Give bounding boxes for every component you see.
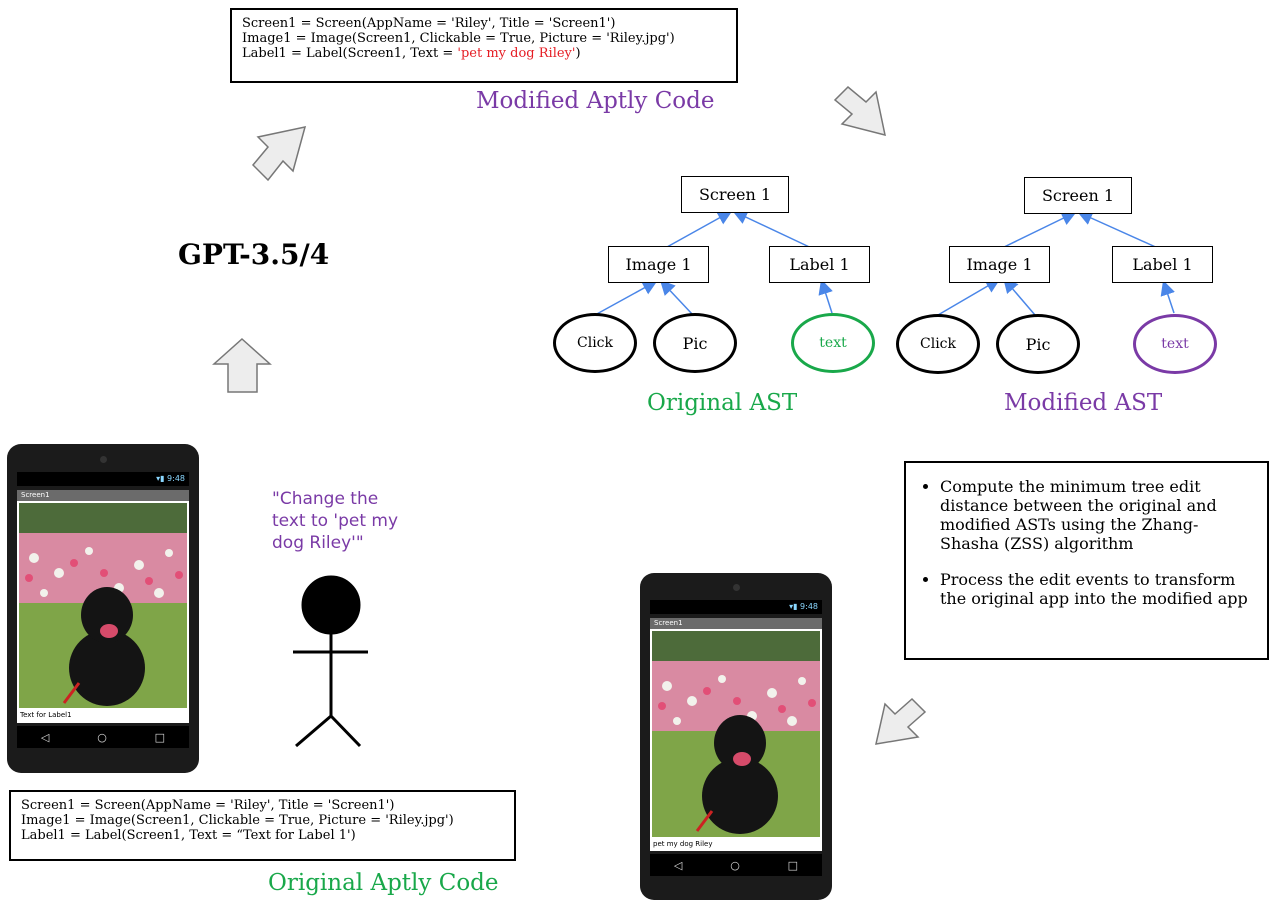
original-ast-label-node: Label 1: [769, 246, 870, 283]
status-time: 9:48: [167, 474, 185, 483]
original-ast-click-leaf: Click: [553, 313, 637, 373]
dog-photo-illustration: [652, 631, 820, 837]
zss-info-box: Compute the minimum tree edit distance b…: [904, 461, 1269, 660]
phone-camera-dot: [733, 584, 740, 591]
modified-ast-click-leaf: Click: [896, 314, 980, 374]
info-bullet-1: Compute the minimum tree edit distance b…: [940, 477, 1255, 553]
model-label: GPT-3.5/4: [178, 238, 330, 271]
modified-ast-edges: [937, 211, 1175, 316]
arrow-diagonal-to-modified-code: [251, 126, 307, 182]
status-bar: ▾▮ 9:48: [17, 472, 189, 486]
original-ast-image-node: Image 1: [608, 246, 709, 283]
original-code-line-3: Label1 = Label(Screen1, Text = “Text for…: [21, 828, 356, 843]
original-ast-root-node: Screen 1: [681, 176, 789, 213]
signal-icon: ▾▮: [789, 602, 801, 611]
back-icon[interactable]: ◁: [673, 858, 683, 872]
original-ast-caption: Original AST: [647, 390, 798, 416]
modified-ast-pic-leaf: Pic: [996, 314, 1080, 374]
original-code-line-1: Screen1 = Screen(AppName = 'Riley', Titl…: [21, 798, 395, 813]
dog-photo-illustration: [19, 503, 187, 708]
phone-nav-bar: ◁ ○ □: [650, 854, 822, 876]
modified-label-text-highlight: 'pet my dog Riley': [457, 46, 576, 61]
original-ast-text-leaf: text: [791, 313, 875, 373]
modified-ast-root-node: Screen 1: [1024, 177, 1132, 214]
phone-top-bezel: [7, 444, 199, 472]
user-request-text: "Change the text to 'pet my dog Riley'": [272, 488, 398, 554]
modified-code-line-3: Label1 = Label(Screen1, Text = 'pet my d…: [242, 46, 726, 61]
modified-code-line-3-prefix: Label1 = Label(Screen1, Text =: [242, 46, 458, 61]
zss-info-list: Compute the minimum tree edit distance b…: [916, 477, 1255, 608]
modified-code-line-3-suffix: ): [575, 46, 581, 61]
signal-icon: ▾▮: [156, 474, 168, 483]
original-code-box: Screen1 = Screen(AppName = 'Riley', Titl…: [9, 790, 516, 861]
back-icon[interactable]: ◁: [40, 730, 50, 744]
app-screen: Text for Label1: [17, 501, 189, 723]
app-label-text: Text for Label1: [20, 711, 72, 719]
status-time: 9:48: [800, 602, 818, 611]
dog-photo: [652, 631, 820, 837]
dog-photo: [19, 503, 187, 708]
modified-code-line-2: Image1 = Image(Screen1, Clickable = True…: [242, 31, 675, 46]
recents-icon[interactable]: □: [154, 730, 166, 744]
modified-ast-image-node: Image 1: [949, 246, 1050, 283]
modified-code-caption: Modified Aptly Code: [476, 88, 715, 114]
modified-code-line-1: Screen1 = Screen(AppName = 'Riley', Titl…: [242, 16, 616, 31]
original-code-line-2: Image1 = Image(Screen1, Clickable = True…: [21, 813, 454, 828]
app-label-text: pet my dog Riley: [653, 840, 713, 848]
modified-ast-text-leaf: text: [1133, 314, 1217, 374]
original-app-phone: ▾▮ 9:48 Screen1 Text for Label1 ◁ ○ □: [7, 444, 199, 773]
user-stick-figure: [293, 575, 368, 748]
user-request-line-1: "Change the: [272, 489, 379, 509]
phone-nav-bar: ◁ ○ □: [17, 726, 189, 748]
original-code-caption: Original Aptly Code: [268, 870, 499, 896]
status-bar: ▾▮ 9:48: [650, 600, 822, 614]
user-request-line-2: text to 'pet my: [272, 511, 399, 531]
phone-camera-dot: [100, 456, 107, 463]
home-icon[interactable]: ○: [97, 730, 107, 744]
modified-code-box: Screen1 = Screen(AppName = 'Riley', Titl…: [230, 8, 738, 83]
arrow-up-to-gpt: [212, 337, 272, 393]
original-ast-edges: [594, 210, 833, 316]
app-title-bar: Screen1: [650, 618, 822, 629]
app-title-bar: Screen1: [17, 490, 189, 501]
arrow-diagonal-to-modified-app: [875, 697, 927, 745]
app-screen: pet my dog Riley: [650, 629, 822, 851]
modified-app-phone: ▾▮ 9:48 Screen1 pet my dog Riley ◁ ○ □: [640, 573, 832, 900]
modified-ast-caption: Modified AST: [1004, 390, 1163, 416]
arrow-diagonal-to-ast: [833, 85, 886, 137]
phone-top-bezel: [640, 573, 832, 600]
recents-icon[interactable]: □: [787, 858, 799, 872]
user-request-line-3: dog Riley'": [272, 533, 364, 553]
modified-ast-label-node: Label 1: [1112, 246, 1213, 283]
info-bullet-2: Process the edit events to transform the…: [940, 570, 1255, 608]
home-icon[interactable]: ○: [730, 858, 740, 872]
original-ast-pic-leaf: Pic: [653, 313, 737, 373]
